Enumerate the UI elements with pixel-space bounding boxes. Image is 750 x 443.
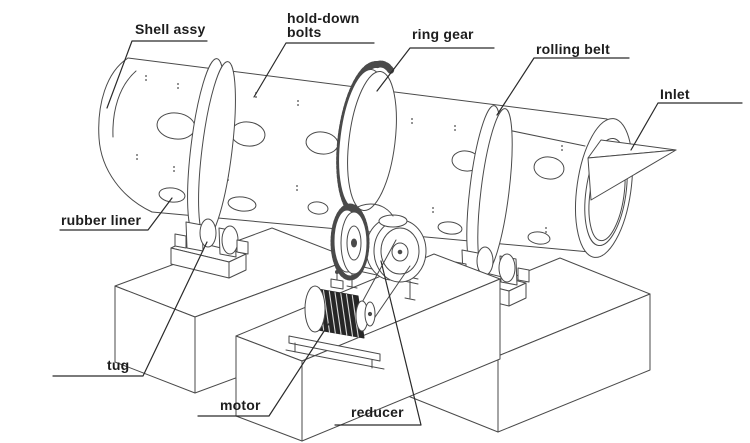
- label-tug: tug: [107, 357, 130, 373]
- leader-ring-gear: [376, 47, 495, 92]
- tug-rollers-left: [170, 218, 249, 279]
- leader-lines: [52, 40, 743, 426]
- label-motor: motor: [220, 397, 261, 413]
- rolling-belt-ring-left: [187, 58, 236, 239]
- leader-rubber-liner: [59, 197, 173, 231]
- label-rolling-belt: rolling belt: [536, 41, 610, 57]
- label-rubber-liner: rubber liner: [61, 212, 142, 228]
- label-hold-down-bolts: hold-down bolts: [287, 10, 360, 40]
- leader-hold-down-bolts: [253, 42, 375, 98]
- pinion-gear: [330, 203, 370, 281]
- leader-tug: [52, 241, 208, 377]
- label-ring-gear: ring gear: [412, 26, 474, 42]
- leader-rolling-belt: [496, 57, 630, 116]
- leader-shell-assy: [106, 40, 208, 109]
- drive-belt: [358, 239, 411, 324]
- drum-shell: [98, 57, 608, 253]
- leader-inlet: [630, 102, 743, 151]
- label-shell-assy: Shell assy: [135, 21, 206, 37]
- label-inlet: Inlet: [660, 86, 690, 102]
- leader-reducer: [334, 260, 422, 426]
- leader-motor: [197, 321, 331, 417]
- motor-unit: [285, 270, 385, 370]
- ring-gear: [336, 60, 397, 219]
- label-reducer: reducer: [351, 404, 404, 420]
